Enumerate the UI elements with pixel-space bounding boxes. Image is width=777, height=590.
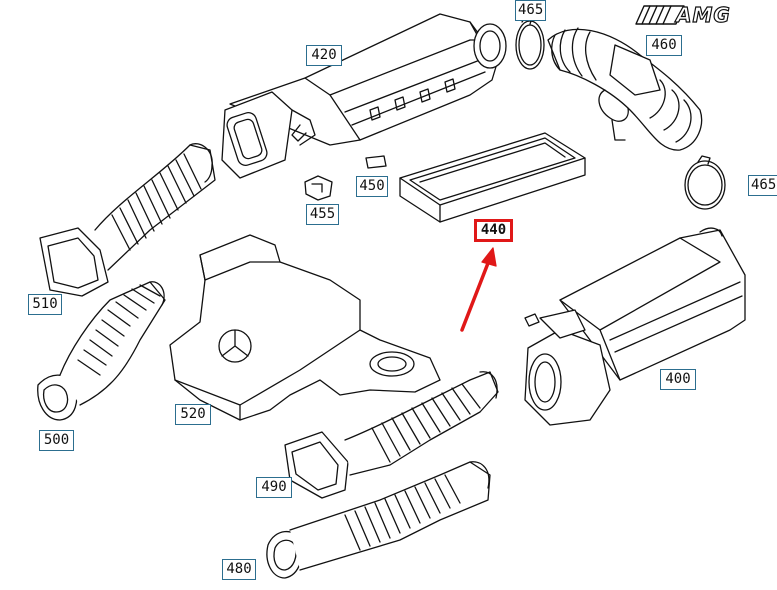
part-455-clip bbox=[304, 175, 333, 201]
callout-465-top[interactable]: 465 bbox=[515, 0, 546, 21]
part-500-air-duct bbox=[37, 281, 166, 421]
callout-450[interactable]: 450 bbox=[356, 176, 388, 197]
callout-480[interactable]: 480 bbox=[222, 559, 256, 580]
callout-420[interactable]: 420 bbox=[306, 45, 342, 66]
part-420-upper-filter-housing bbox=[221, 13, 507, 179]
highlight-arrow bbox=[460, 247, 497, 332]
amg-logo: AMG bbox=[632, 3, 773, 27]
part-440-air-filter-element bbox=[399, 132, 586, 223]
callout-520[interactable]: 520 bbox=[175, 404, 211, 425]
part-460-intake-hose bbox=[547, 27, 703, 151]
callout-455[interactable]: 455 bbox=[306, 204, 339, 225]
part-480-air-duct bbox=[266, 461, 491, 579]
part-450-rubber-pad bbox=[365, 155, 387, 169]
part-400-lower-filter-housing bbox=[524, 227, 746, 426]
callout-400[interactable]: 400 bbox=[660, 369, 696, 390]
part-465-hose-clamp-right bbox=[684, 155, 726, 210]
part-520-engine-cover bbox=[169, 234, 441, 421]
part-510-air-duct bbox=[39, 143, 216, 297]
callout-465-right[interactable]: 465 bbox=[748, 175, 777, 196]
callout-490[interactable]: 490 bbox=[256, 477, 292, 498]
callout-510[interactable]: 510 bbox=[28, 294, 62, 315]
amg-logo-text: AMG bbox=[675, 3, 731, 27]
callout-440-highlighted[interactable]: 440 bbox=[474, 219, 513, 242]
callout-500[interactable]: 500 bbox=[39, 430, 74, 451]
part-465-hose-clamp-top bbox=[515, 15, 545, 70]
amg-logo-stripes bbox=[635, 5, 685, 25]
callout-460[interactable]: 460 bbox=[646, 35, 682, 56]
part-490-air-duct bbox=[284, 371, 499, 499]
